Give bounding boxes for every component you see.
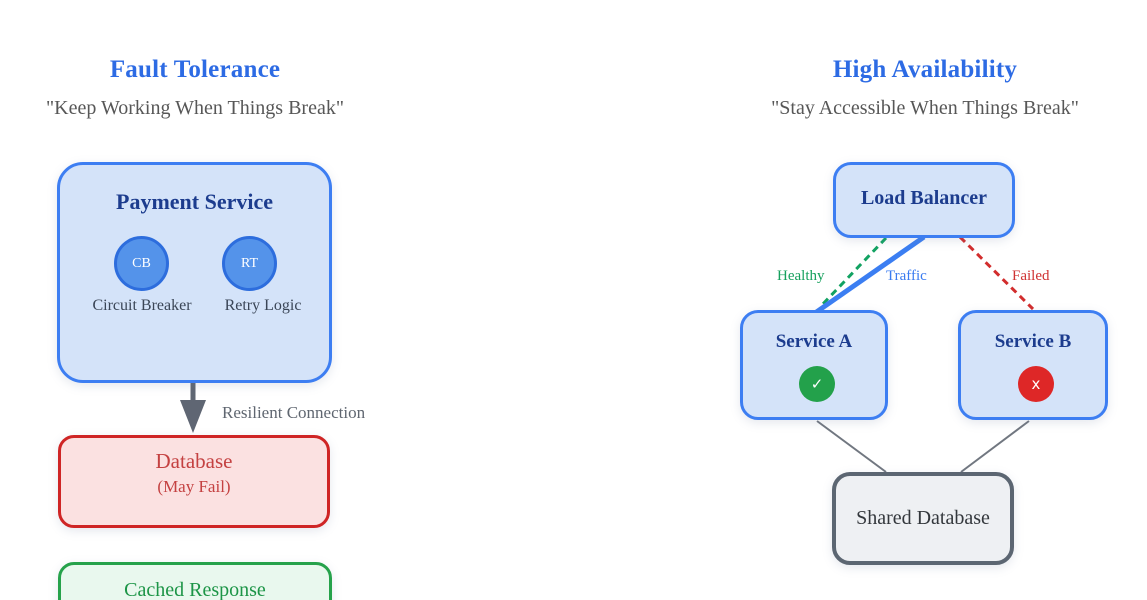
high-availability-title: High Availability: [832, 56, 1018, 83]
cached-response-node[interactable]: Cached Response: [58, 562, 332, 600]
shared-database-node[interactable]: Shared Database: [832, 472, 1014, 565]
retry-logic-badge[interactable]: RT: [222, 236, 277, 291]
failed-edge-label: Failed: [1012, 268, 1050, 284]
payment-service-title: Payment Service: [116, 189, 273, 214]
traffic-edge-label: Traffic: [886, 268, 927, 284]
healthy-edge: [818, 236, 888, 309]
circuit-breaker-label: Circuit Breaker: [92, 297, 192, 314]
service-b-failed-icon: x: [1018, 366, 1054, 402]
service-b-db-edge: [960, 420, 1030, 473]
failed-edge: [958, 235, 1035, 311]
resilient-connection-arrowhead: [180, 400, 206, 433]
service-a-node[interactable]: Service A ✓: [740, 310, 888, 420]
database-node[interactable]: Database (May Fail): [58, 435, 330, 528]
service-a-healthy-icon: ✓: [799, 366, 835, 402]
service-b-node[interactable]: Service B x: [958, 310, 1108, 420]
shared-database-title: Shared Database: [856, 507, 990, 529]
load-balancer-title: Load Balancer: [860, 187, 988, 209]
database-note: (May Fail): [157, 477, 231, 496]
fault-tolerance-title: Fault Tolerance: [109, 56, 281, 83]
retry-logic-label: Retry Logic: [224, 297, 302, 314]
database-title: Database: [155, 449, 233, 473]
service-b-title: Service B: [994, 331, 1072, 352]
payment-service-node[interactable]: Payment Service CB RT Circuit Breaker Re…: [57, 162, 332, 383]
traffic-edge: [813, 234, 926, 316]
service-a-db-edge: [816, 420, 887, 473]
service-a-title: Service A: [775, 331, 853, 352]
healthy-edge-label: Healthy: [777, 268, 825, 284]
load-balancer-node[interactable]: Load Balancer: [833, 162, 1015, 238]
resilient-connection-label: Resilient Connection: [222, 403, 366, 422]
high-availability-subtitle: "Stay Accessible When Things Break": [771, 97, 1079, 119]
circuit-breaker-badge[interactable]: CB: [114, 236, 169, 291]
fault-tolerance-subtitle: "Keep Working When Things Break": [46, 97, 344, 119]
cached-response-title: Cached Response: [124, 579, 266, 600]
